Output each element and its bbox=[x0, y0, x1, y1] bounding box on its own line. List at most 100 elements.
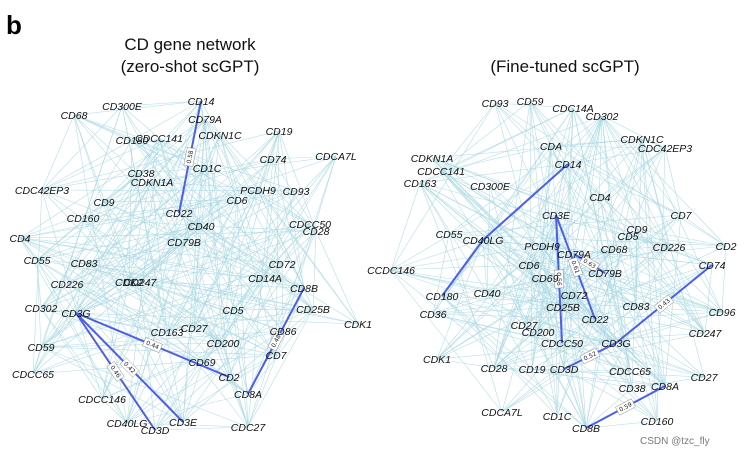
zero-shot-highlight-edges: 0.580.440.420.460.48 bbox=[75, 100, 305, 431]
background-edge bbox=[432, 233, 450, 315]
background-edge bbox=[281, 263, 284, 332]
background-edge bbox=[627, 235, 637, 307]
background-edge bbox=[41, 189, 130, 283]
background-edge bbox=[75, 281, 141, 314]
background-edge bbox=[32, 309, 234, 375]
gene-node-label: CD93 bbox=[482, 98, 509, 110]
background-edge bbox=[585, 138, 643, 429]
background-edge bbox=[482, 239, 706, 334]
background-edge bbox=[236, 199, 249, 428]
background-edge bbox=[247, 155, 337, 428]
background-edge bbox=[419, 182, 530, 266]
gene-node-label: CD27 bbox=[691, 372, 719, 384]
background-edge bbox=[493, 246, 670, 369]
edge-weight-box bbox=[267, 330, 285, 352]
edge-weight-value: 0.44 bbox=[145, 340, 160, 352]
background-edge bbox=[501, 305, 637, 413]
background-edge bbox=[440, 170, 666, 387]
gene-node-label: CDK1 bbox=[423, 354, 451, 366]
gene-node-label: CD83 bbox=[71, 258, 98, 270]
background-edge bbox=[627, 235, 713, 266]
background-edge bbox=[193, 155, 337, 329]
gene-node-label: CD2 bbox=[715, 241, 736, 253]
background-edge bbox=[101, 281, 130, 400]
background-edge bbox=[631, 376, 705, 389]
background-edge bbox=[222, 190, 297, 344]
background-edge bbox=[19, 167, 208, 239]
gene-node-label: CD300E bbox=[102, 101, 143, 113]
background-edge bbox=[432, 294, 575, 315]
background-edge bbox=[121, 100, 202, 107]
gene-node-label: CD40LG bbox=[107, 418, 148, 430]
background-edge bbox=[493, 342, 563, 369]
background-edge bbox=[232, 230, 317, 311]
gene-node-label: CDCA7L bbox=[481, 407, 523, 419]
background-edge bbox=[641, 138, 666, 149]
background-edge bbox=[83, 190, 297, 264]
gene-node-label: CD1C bbox=[193, 163, 222, 175]
background-edge bbox=[200, 225, 283, 265]
background-edge bbox=[537, 331, 658, 422]
gene-node-label: CDKN1A bbox=[411, 153, 454, 165]
edge-weight-value: 0.61 bbox=[569, 260, 580, 275]
background-edge bbox=[121, 105, 180, 214]
background-edge bbox=[41, 172, 142, 191]
background-edge bbox=[489, 185, 637, 307]
background-edge bbox=[126, 199, 238, 424]
background-edge bbox=[436, 294, 575, 360]
background-edge bbox=[83, 262, 314, 310]
gene-node-label: CD3D bbox=[550, 364, 579, 376]
title-line-0: CD gene network bbox=[124, 35, 256, 54]
background-edge bbox=[419, 107, 574, 184]
background-edge bbox=[635, 138, 643, 307]
background-edge bbox=[232, 308, 314, 311]
gene-node-label: CD180 bbox=[116, 135, 149, 147]
background-edge bbox=[182, 130, 280, 423]
background-edge bbox=[680, 214, 727, 247]
background-edge bbox=[537, 306, 564, 333]
background-edge bbox=[599, 147, 666, 198]
background-edge bbox=[489, 185, 525, 326]
background-edge bbox=[419, 163, 569, 184]
background-edge bbox=[151, 181, 297, 192]
background-edge bbox=[390, 269, 587, 429]
background-edge bbox=[166, 155, 337, 333]
edge-weight-box bbox=[142, 337, 163, 353]
gene-node-label: CD59 bbox=[28, 342, 55, 354]
background-edge bbox=[126, 223, 311, 424]
fine-tuned-background-edges bbox=[390, 100, 727, 429]
background-edge bbox=[278, 130, 317, 232]
gene-node-label: CD2 bbox=[218, 372, 239, 384]
background-edge bbox=[436, 239, 484, 360]
gene-node-label: CD40 bbox=[188, 221, 215, 233]
background-edge bbox=[178, 212, 266, 279]
background-edge bbox=[390, 182, 421, 271]
background-edge bbox=[19, 237, 168, 333]
gene-node-label: CD226 bbox=[653, 242, 686, 254]
background-edge bbox=[36, 201, 105, 261]
background-edge bbox=[247, 308, 314, 395]
background-edge bbox=[178, 212, 284, 332]
gene-node-label: CD4 bbox=[589, 192, 610, 204]
background-edge bbox=[419, 115, 603, 184]
background-edge bbox=[567, 147, 666, 165]
gene-node-label: CD14A bbox=[248, 273, 282, 285]
title-line-1: (zero-shot scGPT) bbox=[121, 57, 260, 76]
background-edge bbox=[36, 259, 128, 424]
background-edge bbox=[257, 189, 311, 225]
background-edge bbox=[83, 223, 311, 264]
background-edge bbox=[431, 157, 491, 187]
gene-node-label: CD7 bbox=[670, 210, 692, 222]
background-edge bbox=[75, 118, 206, 314]
background-edge bbox=[390, 102, 496, 271]
background-edge bbox=[419, 182, 488, 294]
background-edge bbox=[66, 283, 230, 378]
background-edge bbox=[531, 332, 706, 370]
background-edge bbox=[36, 259, 42, 348]
background-edge bbox=[441, 295, 617, 344]
gene-node-label: CD300E bbox=[470, 181, 511, 193]
gene-node-label: CD55 bbox=[436, 229, 463, 241]
background-edge bbox=[523, 248, 615, 326]
background-edge bbox=[40, 307, 128, 424]
background-edge bbox=[272, 155, 337, 160]
